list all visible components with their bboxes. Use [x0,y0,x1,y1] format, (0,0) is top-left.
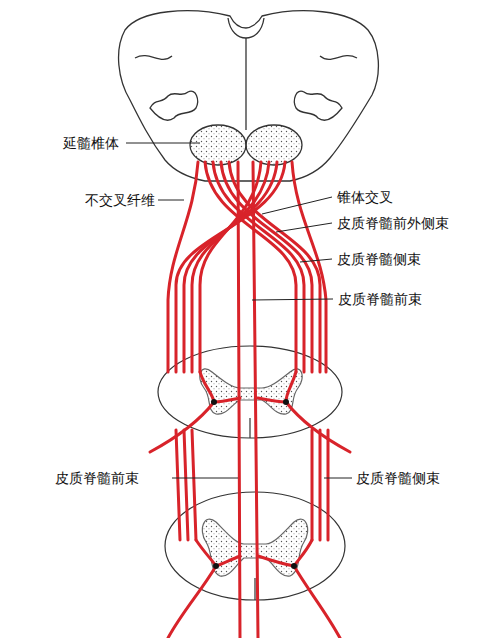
structure-label: 锥体交叉 [336,189,394,205]
medulla [119,11,379,181]
structure-label: 皮质脊髓侧束 [355,470,441,486]
structure-label: 皮质脊髓前束 [337,291,423,307]
corticospinal-fibres [150,162,350,638]
structure-label: 不交叉纤维 [84,192,156,208]
structure-label: 皮质脊髓前束 [54,470,140,486]
structure-label: 皮质脊髓侧束 [336,251,422,267]
leader-line [126,143,352,478]
structure-label: 皮质脊髓前外侧束 [336,215,450,231]
structure-label: 延髓椎体 [62,135,120,151]
spinal-cord-section [158,346,345,600]
neuron-dots [211,399,297,569]
